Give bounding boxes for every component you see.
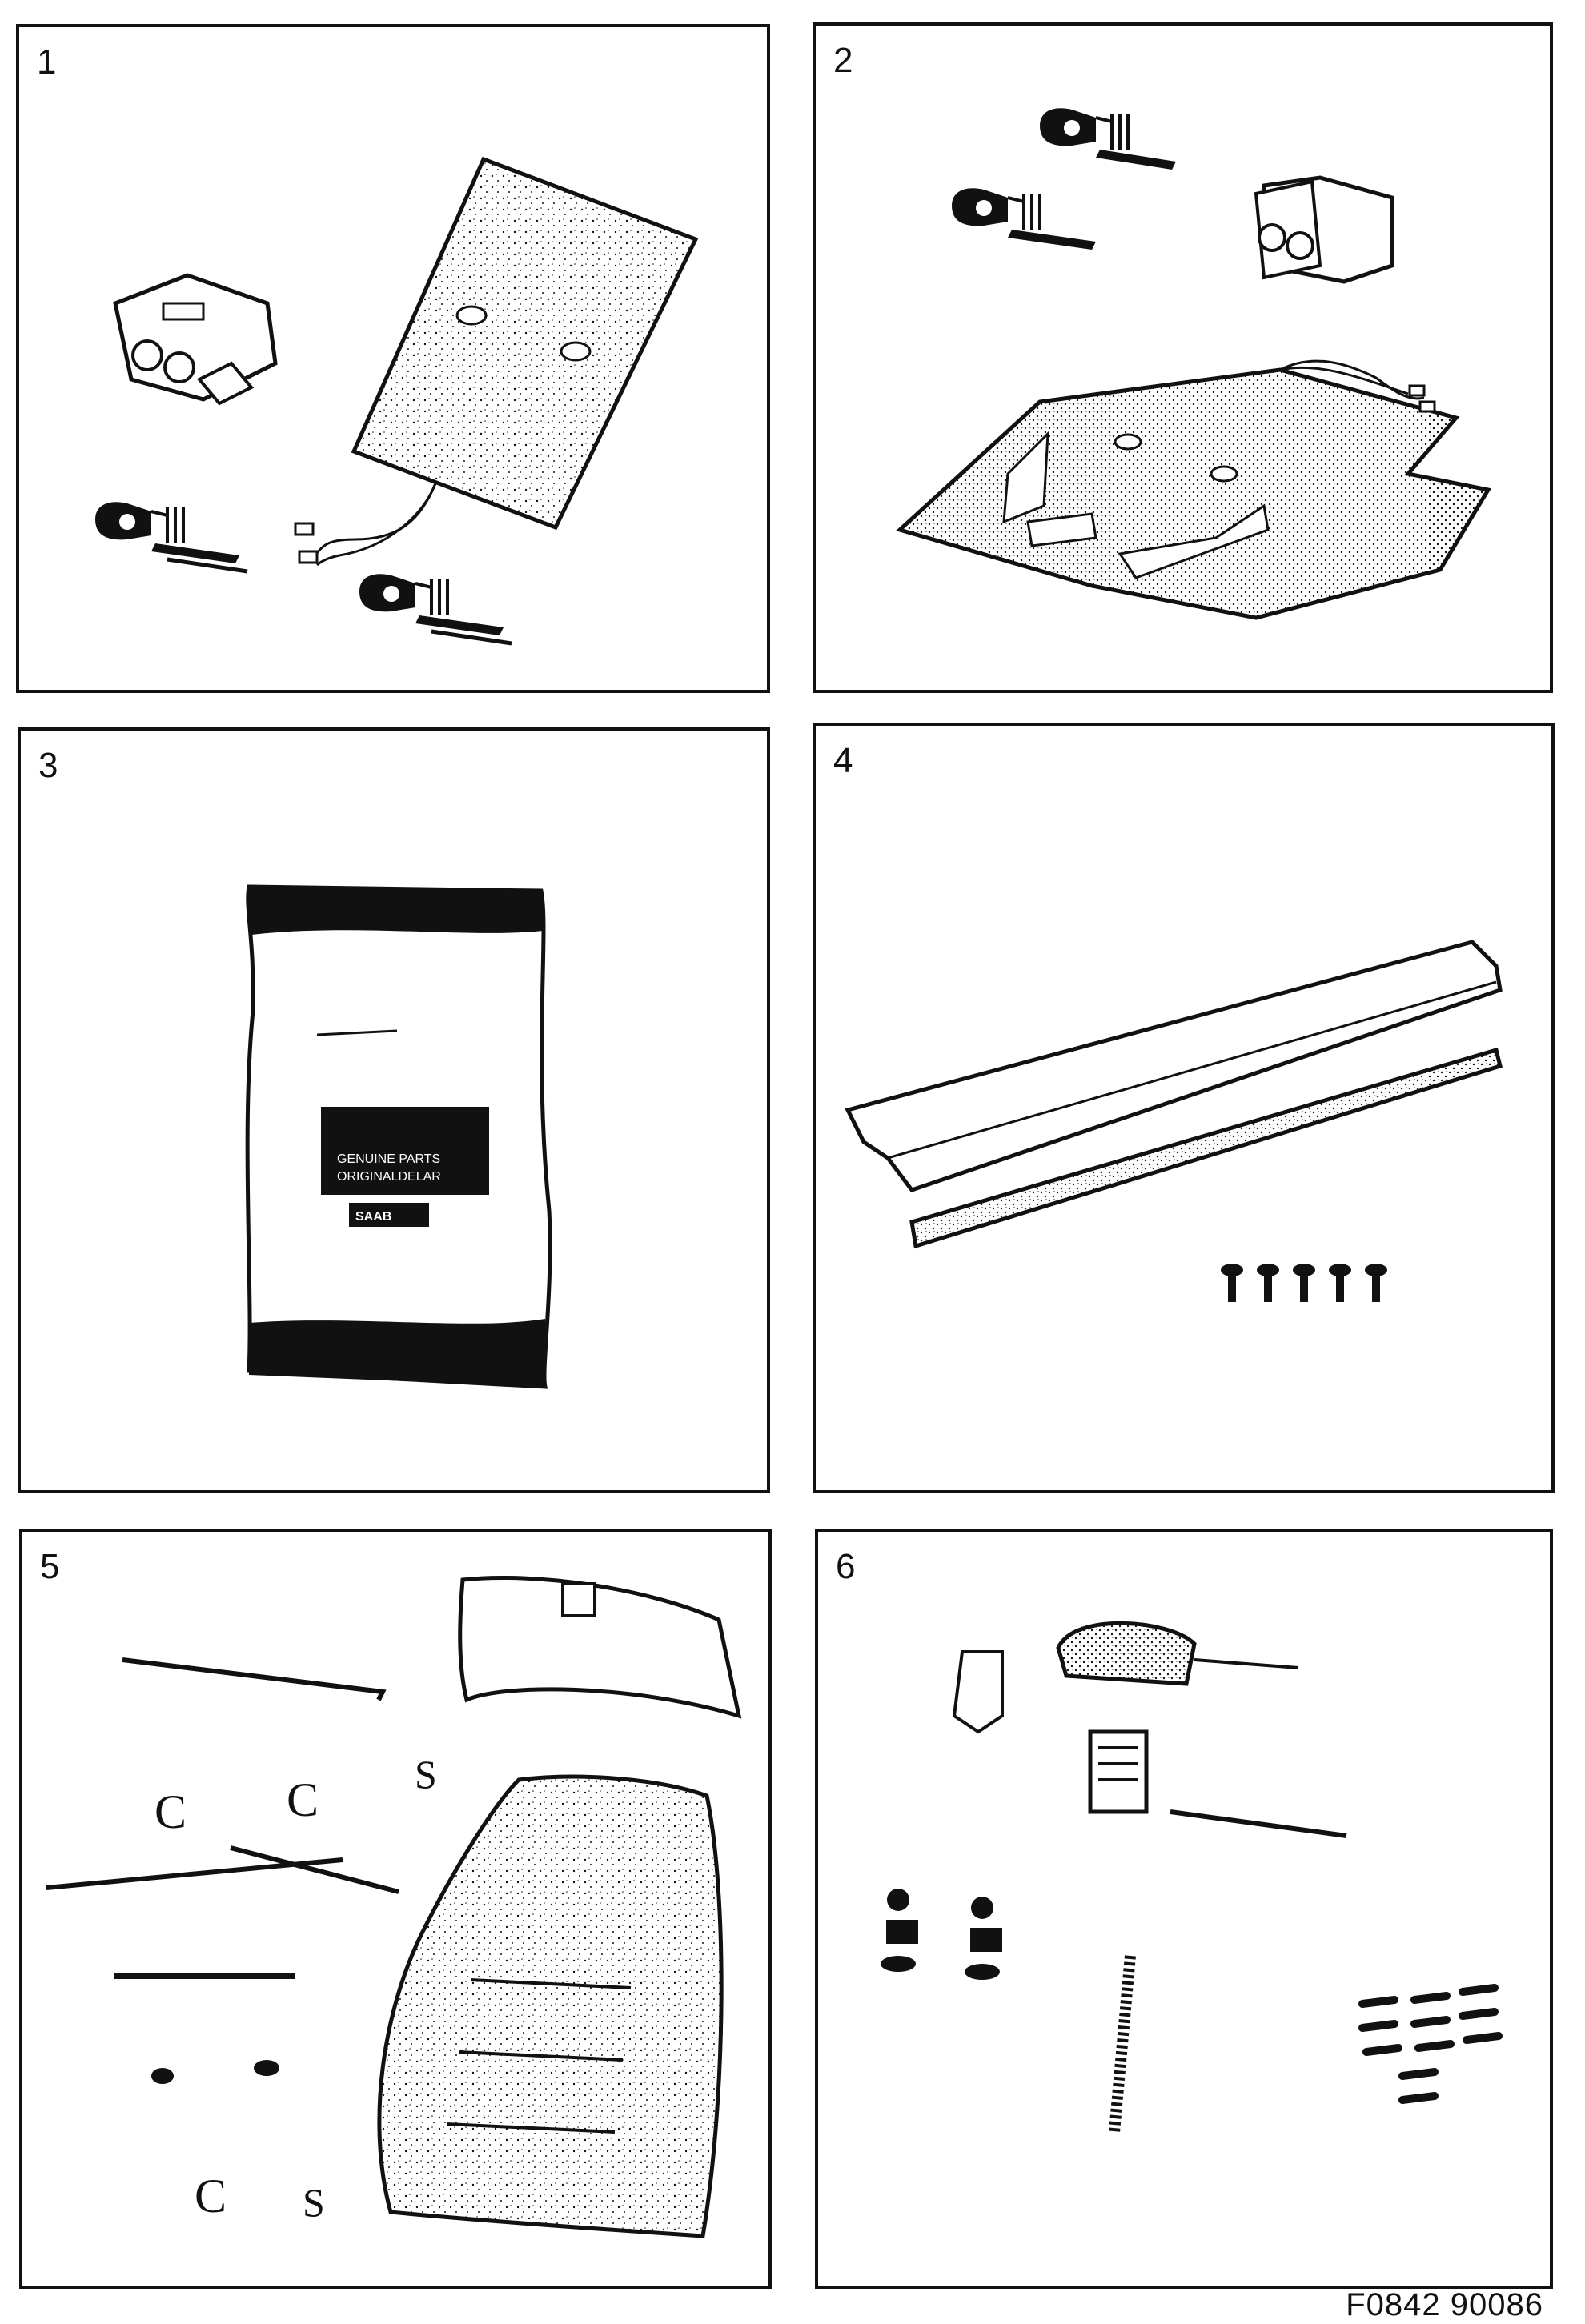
nuts-washers	[881, 1889, 1002, 1980]
bag-label-line-1: GENUINE PARTS	[337, 1152, 440, 1166]
panel-4: 4	[813, 723, 1555, 1493]
terminal-lower	[952, 188, 1096, 250]
figure-code: F0842 90086	[1346, 2287, 1543, 2322]
connector-housing	[113, 273, 278, 406]
panel-2: 2	[813, 22, 1553, 693]
bracket	[952, 1650, 1004, 1734]
parts-bag	[245, 884, 552, 1389]
seat-back-cushion	[377, 1774, 724, 2238]
panel-number: 1	[37, 42, 57, 82]
svg-text:S: S	[415, 1752, 437, 1797]
panel-number: 2	[833, 41, 853, 80]
panel-number: 4	[833, 741, 853, 780]
terminal-upper	[1040, 108, 1176, 170]
svg-text:C: C	[195, 2170, 227, 2222]
svg-text:C: C	[287, 1773, 319, 1826]
rod	[1170, 1809, 1347, 1838]
heating-pad	[294, 156, 699, 567]
panel-number: 5	[40, 1547, 60, 1586]
panel-6: 6	[815, 1529, 1553, 2289]
heating-pad	[896, 359, 1491, 620]
bag-brand-label: SAAB	[355, 1210, 391, 1224]
panel-3-drawing: GENUINE PARTS ORIGINALDELAR SAAB	[245, 884, 552, 1389]
svg-text:C: C	[154, 1785, 187, 1838]
clips: C C S C S	[151, 1752, 437, 2225]
connector-housing	[1254, 175, 1394, 284]
panel-number: 6	[836, 1547, 856, 1586]
svg-text:S: S	[303, 2180, 325, 2225]
spring	[1109, 1955, 1136, 2133]
headrest-adjuster	[1056, 1621, 1299, 1814]
panel-1: 1	[16, 24, 770, 693]
screws	[1358, 1984, 1503, 2104]
panel-number: 3	[38, 746, 58, 785]
panel-4-drawing	[845, 940, 1503, 1302]
terminal-left	[95, 502, 248, 574]
screws	[1221, 1264, 1387, 1302]
seat-back-cover	[458, 1575, 742, 1719]
panel-5: 5 C C S C S	[19, 1529, 772, 2289]
panel-6-drawing	[881, 1621, 1503, 2133]
panel-2-drawing	[896, 108, 1491, 620]
bag-label-line-2: ORIGINALDELAR	[337, 1170, 441, 1184]
panel-3: 3 GENUINE PARTS ORIGINALDELAR SAAB	[18, 727, 770, 1493]
panel-5-drawing: C C S C S	[46, 1575, 742, 2238]
trim-panel	[845, 940, 1503, 1192]
panel-1-drawing	[95, 156, 699, 646]
terminal-right	[359, 574, 512, 646]
rods	[46, 1657, 399, 1979]
trim-strip	[909, 1047, 1503, 1249]
